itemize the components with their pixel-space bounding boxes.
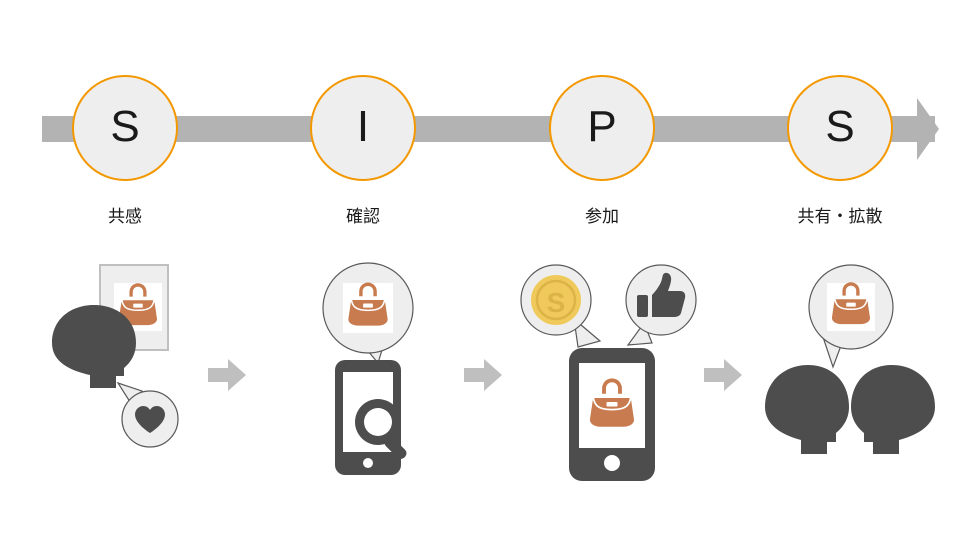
handbag-speech-bubble-icon <box>322 262 414 365</box>
handbag-icon <box>348 282 388 326</box>
smartphone-search-icon <box>335 360 407 475</box>
magnifier-icon <box>355 399 407 460</box>
scene-share <box>745 255 955 485</box>
handbag-icon <box>831 282 871 325</box>
step-letter-2: I <box>356 102 370 151</box>
step-letter-4: S <box>825 102 855 151</box>
handbag-icon <box>118 283 158 326</box>
svg-text:S: S <box>547 287 566 318</box>
step-circle-4[interactable]: S <box>787 75 893 181</box>
step-circle-1[interactable]: S <box>72 75 178 181</box>
timeline-arrow-head-icon <box>895 98 939 160</box>
person-head-icon <box>851 365 935 454</box>
scene-confirm <box>300 255 460 485</box>
heart-bubble-icon <box>116 381 179 448</box>
timeline-bar <box>42 116 935 142</box>
scene-empathy <box>40 255 240 485</box>
step-letter-1: S <box>110 102 140 151</box>
step-label-2: 確認 <box>346 207 380 227</box>
handbag-icon <box>589 378 635 427</box>
smartphone-handbag-icon <box>569 348 655 481</box>
scene-participate: S <box>512 255 712 485</box>
coin-speech-bubble-icon: S <box>520 264 602 348</box>
thumbs-up-speech-bubble-icon <box>625 264 697 346</box>
step-circle-2[interactable]: I <box>310 75 416 181</box>
flow-arrow-2 <box>464 358 502 392</box>
step-label-3: 参加 <box>585 207 619 227</box>
step-label-4: 共有・拡散 <box>797 207 883 227</box>
person-head-icon <box>765 365 849 454</box>
person-head-icon <box>52 305 136 388</box>
handbag-speech-bubble-icon <box>808 264 894 369</box>
step-letter-3: P <box>587 102 617 151</box>
flow-arrow-3 <box>704 358 742 392</box>
flow-arrow-1 <box>208 358 246 392</box>
step-label-1: 共感 <box>108 207 142 227</box>
step-circle-3[interactable]: P <box>549 75 655 181</box>
